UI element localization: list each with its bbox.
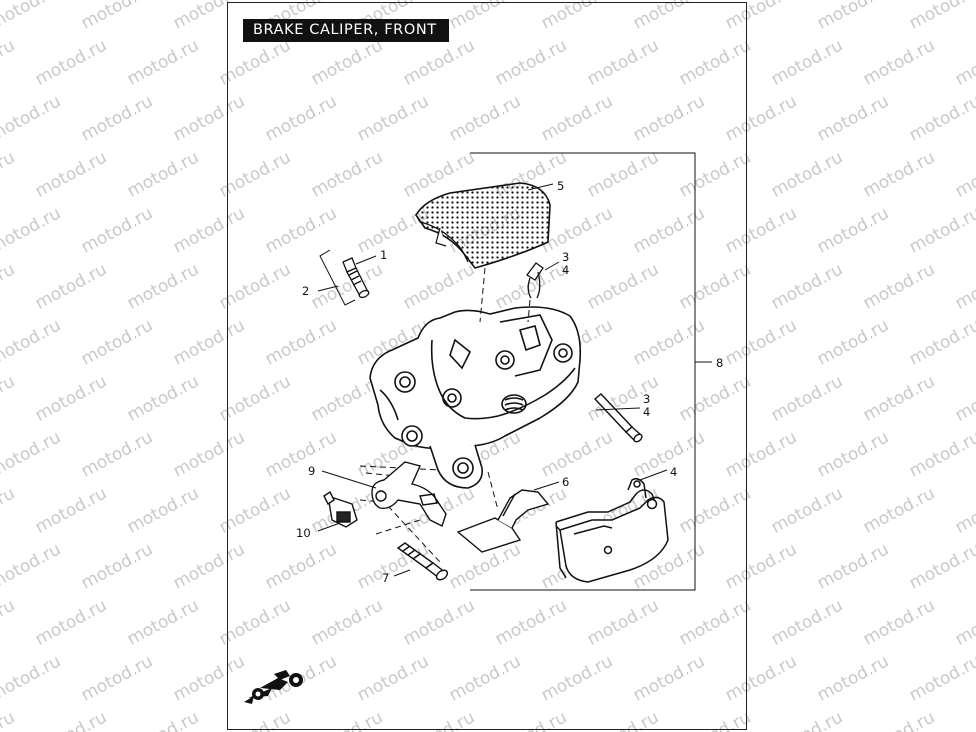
diagram-sheet-frame [227,2,747,730]
pad-spring-clip-part-3-4 [526,262,544,299]
callout-8: 8 [716,356,723,370]
motorcycle-logo-icon [244,670,303,704]
callout-9: 9 [308,464,315,478]
bracket-1-2 [317,249,356,306]
callout-10: 10 [296,526,311,540]
pad-retainer-part-6 [456,489,550,553]
callout-5: 5 [557,179,564,193]
pad-pin-part-3-4 [593,393,643,443]
callout-4-upper: 4 [562,263,569,277]
brake-caliper-body [369,306,582,489]
callout-1: 1 [380,248,387,262]
leader-lines [317,183,668,577]
callout-3-right: 3 [643,392,650,406]
brake-pads-part-4 [555,477,669,583]
callout-4-pads: 4 [670,465,677,479]
callout-3-upper: 3 [562,250,569,264]
callout-7: 7 [382,571,389,585]
bracket-part-9 [371,461,447,527]
callout-2: 2 [302,284,309,298]
caliper-cover-part-5 [415,182,551,269]
kit-bracket-8 [470,152,712,591]
callout-labels: 1 2 3 4 5 8 3 4 9 6 4 10 7 [296,179,723,585]
callout-6: 6 [562,475,569,489]
page-title: BRAKE CALIPER, FRONT [243,19,449,42]
clip-part-10 [323,490,358,528]
mounting-bolt-part-7 [396,542,449,581]
callout-4-right: 4 [643,405,650,419]
bleeder-valve-part-1 [342,257,370,299]
